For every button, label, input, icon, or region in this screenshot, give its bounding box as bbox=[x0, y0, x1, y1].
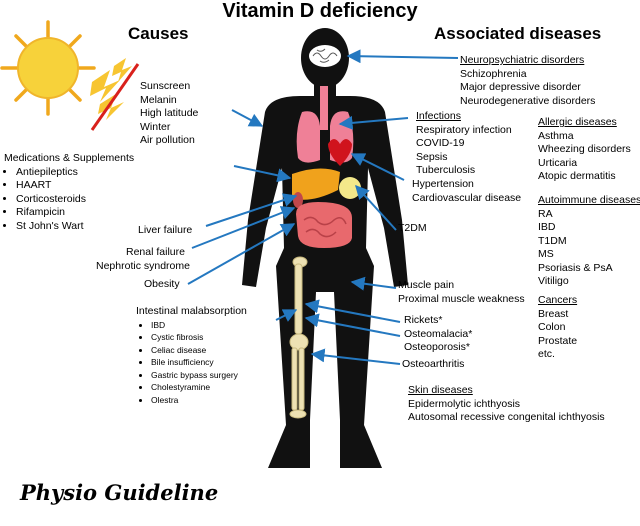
list-item: Olestra bbox=[151, 394, 247, 407]
disease-item: Cardiovascular disease bbox=[412, 191, 522, 204]
list-item: Rifampicin bbox=[16, 206, 134, 220]
muscle-block: Muscle pain Proximal muscle weakness bbox=[398, 279, 525, 306]
arrows bbox=[187, 49, 459, 365]
page-title: Vitamin D deficiency bbox=[222, 0, 418, 22]
disease-item: T1DM bbox=[538, 234, 567, 247]
liver-failure-label: Liver failure bbox=[138, 224, 193, 236]
list-item: Antiepileptics bbox=[16, 166, 134, 180]
cause-item: Melanin bbox=[140, 93, 177, 106]
disease-item: Asthma bbox=[538, 129, 574, 142]
leg-bones bbox=[289, 256, 309, 419]
skin-heading: Skin diseases bbox=[408, 384, 473, 396]
environment-causes: Sunscreen Melanin High latitude Winter A… bbox=[140, 80, 198, 148]
cause-item: Air pollution bbox=[140, 134, 195, 146]
disease-item: Hypertension bbox=[412, 178, 474, 190]
heart-icon bbox=[328, 139, 352, 166]
allergic-heading: Allergic diseases bbox=[538, 116, 617, 128]
infections-block: Infections Respiratory infection COVID-1… bbox=[416, 110, 512, 178]
neuro-heading: Neuropsychiatric disorders bbox=[460, 54, 585, 66]
t2dm-label: T2DM bbox=[398, 222, 427, 234]
brand-logo-text: Physio Guideline bbox=[20, 480, 219, 505]
disease-item: Osteoporosis* bbox=[404, 341, 470, 353]
malabsorption-heading: Intestinal malabsorption bbox=[136, 305, 247, 317]
list-item: Cystic fibrosis bbox=[151, 331, 247, 344]
disease-item: Tuberculosis bbox=[416, 164, 476, 176]
disease-item: Osteomalacia* bbox=[404, 327, 473, 340]
cancers-heading: Cancers bbox=[538, 294, 578, 306]
obesity-label: Obesity bbox=[144, 278, 180, 290]
cause-item: Winter bbox=[140, 120, 171, 133]
allergic-block: Allergic diseases Asthma Wheezing disord… bbox=[538, 116, 631, 184]
disease-item: etc. bbox=[538, 348, 555, 360]
list-item: HAART bbox=[16, 179, 134, 193]
disease-item: Schizophrenia bbox=[460, 67, 527, 80]
list-item: St John's Wart bbox=[16, 220, 134, 234]
osteoarthritis-label: Osteoarthritis bbox=[402, 358, 465, 370]
disease-item: Epidermolytic ichthyosis bbox=[408, 397, 521, 410]
list-item: Celiac disease bbox=[151, 344, 247, 357]
cardio-block: Hypertension Cardiovascular disease bbox=[412, 178, 521, 205]
skin-block: Skin diseases Epidermolytic ichthyosis A… bbox=[408, 384, 605, 425]
brain-icon bbox=[309, 45, 341, 67]
infections-heading: Infections bbox=[416, 110, 461, 122]
list-item: Gastric bypass surgery bbox=[151, 369, 247, 382]
renal-failure-label: Renal failure bbox=[126, 246, 185, 258]
disease-item: IBD bbox=[538, 221, 556, 233]
medications-list: Antiepileptics HAART Corticosteroids Rif… bbox=[4, 166, 134, 234]
disease-item: Vitiligo bbox=[538, 275, 569, 287]
disease-item: Autosomal recessive congenital ichthyosi… bbox=[408, 411, 605, 423]
autoimmune-block: Autoimmune diseases RA IBD T1DM MS Psori… bbox=[538, 194, 640, 289]
list-item: Bile insufficiency bbox=[151, 356, 247, 369]
cause-item: High latitude bbox=[140, 107, 199, 119]
disease-item: Urticaria bbox=[538, 156, 578, 169]
medications-block: Medications & Supplements Antiepileptics… bbox=[4, 152, 134, 233]
cancers-block: Cancers Breast Colon Prostate etc. bbox=[538, 294, 577, 362]
disease-item: MS bbox=[538, 248, 554, 260]
disease-item: Sepsis bbox=[416, 150, 448, 163]
medications-heading: Medications & Supplements bbox=[4, 152, 135, 164]
neuro-block: Neuropsychiatric disorders Schizophrenia… bbox=[460, 54, 595, 108]
disease-item: Breast bbox=[538, 307, 569, 320]
diseases-heading: Associated diseases bbox=[434, 24, 602, 43]
disease-item: Major depressive disorder bbox=[460, 81, 581, 93]
disease-item: Atopic dermatitis bbox=[538, 170, 616, 182]
causes-heading: Causes bbox=[128, 24, 189, 43]
bone-block: Rickets* Osteomalacia* Osteoporosis* bbox=[404, 314, 472, 355]
sun-rays-blocked-icon bbox=[90, 58, 140, 131]
disease-item: Proximal muscle weakness bbox=[398, 292, 525, 305]
disease-item: Colon bbox=[538, 321, 566, 333]
list-item: IBD bbox=[151, 319, 247, 332]
disease-item: RA bbox=[538, 207, 553, 220]
malabsorption-block: Intestinal malabsorption IBD Cystic fibr… bbox=[136, 305, 247, 407]
disease-item: Wheezing disorders bbox=[538, 143, 631, 155]
disease-item: COVID-19 bbox=[416, 137, 465, 149]
cause-item: Sunscreen bbox=[140, 80, 191, 92]
disease-item: Rickets* bbox=[404, 314, 443, 326]
sun-icon bbox=[0, 20, 96, 116]
liver bbox=[292, 168, 340, 200]
disease-item: Psoriasis & PsA bbox=[538, 261, 613, 274]
nephrotic-syndrome-label: Nephrotic syndrome bbox=[96, 260, 190, 272]
list-item: Cholestyramine bbox=[151, 381, 247, 394]
list-item: Corticosteroids bbox=[16, 193, 134, 207]
disease-item: Respiratory infection bbox=[416, 123, 512, 136]
autoimmune-heading: Autoimmune diseases bbox=[538, 194, 640, 206]
disease-item: Prostate bbox=[538, 334, 578, 347]
malabsorption-list: IBD Cystic fibrosis Celiac disease Bile … bbox=[136, 319, 247, 407]
disease-item: Muscle pain bbox=[398, 279, 455, 291]
disease-item: Neurodegenerative disorders bbox=[460, 94, 596, 107]
